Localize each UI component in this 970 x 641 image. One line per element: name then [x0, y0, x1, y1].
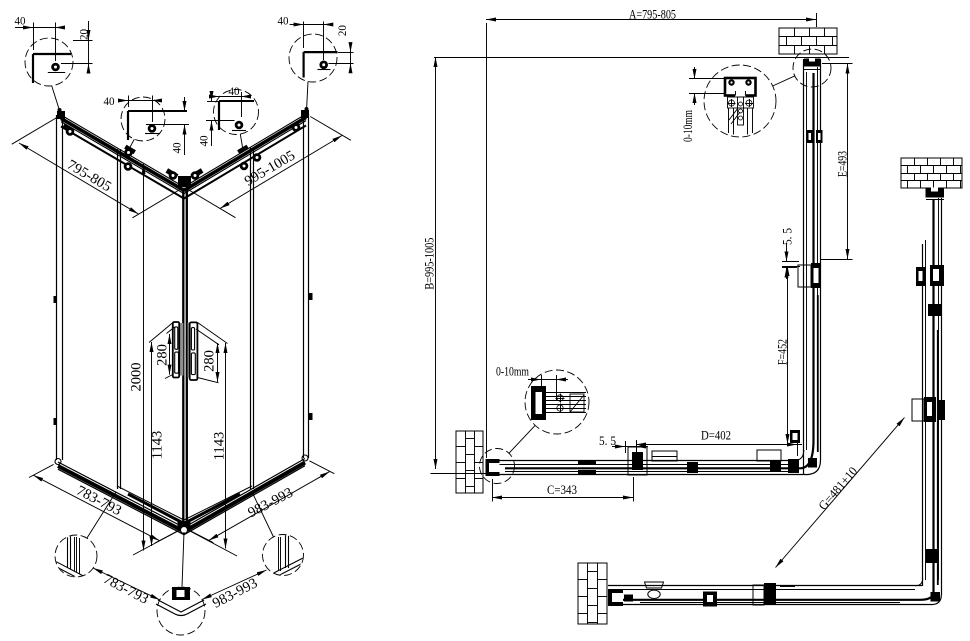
- svg-text:40: 40: [170, 143, 184, 154]
- svg-text:F=452: F=452: [776, 339, 790, 365]
- svg-text:C=343: C=343: [547, 483, 577, 497]
- svg-text:40: 40: [15, 14, 26, 28]
- svg-text:40: 40: [104, 94, 115, 108]
- svg-text:280: 280: [202, 350, 218, 372]
- svg-text:20: 20: [335, 25, 349, 36]
- svg-text:40: 40: [278, 14, 289, 28]
- svg-text:0-10mm: 0-10mm: [496, 365, 529, 379]
- svg-text:0-10mm: 0-10mm: [681, 110, 695, 142]
- svg-text:5. 5: 5. 5: [599, 434, 616, 448]
- svg-text:B=995-1005: B=995-1005: [423, 238, 437, 290]
- svg-text:2000: 2000: [129, 363, 145, 392]
- svg-text:280: 280: [155, 344, 171, 366]
- svg-text:A=795-805: A=795-805: [629, 8, 676, 22]
- svg-text:D=402: D=402: [701, 429, 731, 443]
- svg-text:1143: 1143: [212, 432, 228, 460]
- svg-text:5. 5: 5. 5: [781, 228, 795, 245]
- svg-text:E=493: E=493: [836, 151, 850, 177]
- svg-text:1143: 1143: [150, 431, 166, 459]
- svg-text:20: 20: [77, 29, 91, 40]
- svg-text:40: 40: [229, 84, 240, 98]
- svg-text:40: 40: [197, 136, 211, 147]
